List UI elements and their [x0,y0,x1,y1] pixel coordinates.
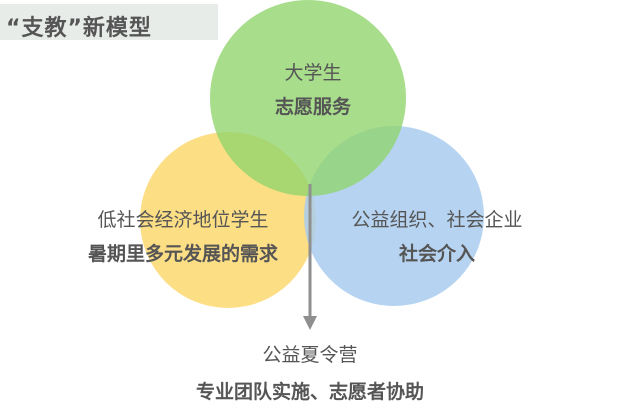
left-circle-line2: 暑期里多元发展的需求 [87,243,278,265]
title-band: “支教”新模型 [0,4,218,41]
left-circle-label: 低社会经济地位学生 暑期里多元发展的需求 [68,205,298,266]
outcome-line1: 公益夏令营 [262,344,358,366]
right-circle-label: 公益组织、社会企业 社会介入 [328,205,546,266]
top-circle-line1: 大学生 [284,62,342,84]
right-circle-line1: 公益组织、社会企业 [351,209,523,231]
top-circle-line2: 志愿服务 [274,96,351,118]
right-circle-line2: 社会介入 [398,243,475,265]
top-circle-label: 大学生 志愿服务 [213,58,413,119]
outcome-label: 公益夏令营 专业团队实施、志愿者协助 [150,340,470,404]
top-circle [210,0,406,196]
outcome-line2: 专业团队实施、志愿者协助 [195,381,424,403]
diagram-title: “支教”新模型 [6,16,152,41]
arrow-head-icon [303,316,317,330]
left-circle-line1: 低社会经济地位学生 [97,209,269,231]
